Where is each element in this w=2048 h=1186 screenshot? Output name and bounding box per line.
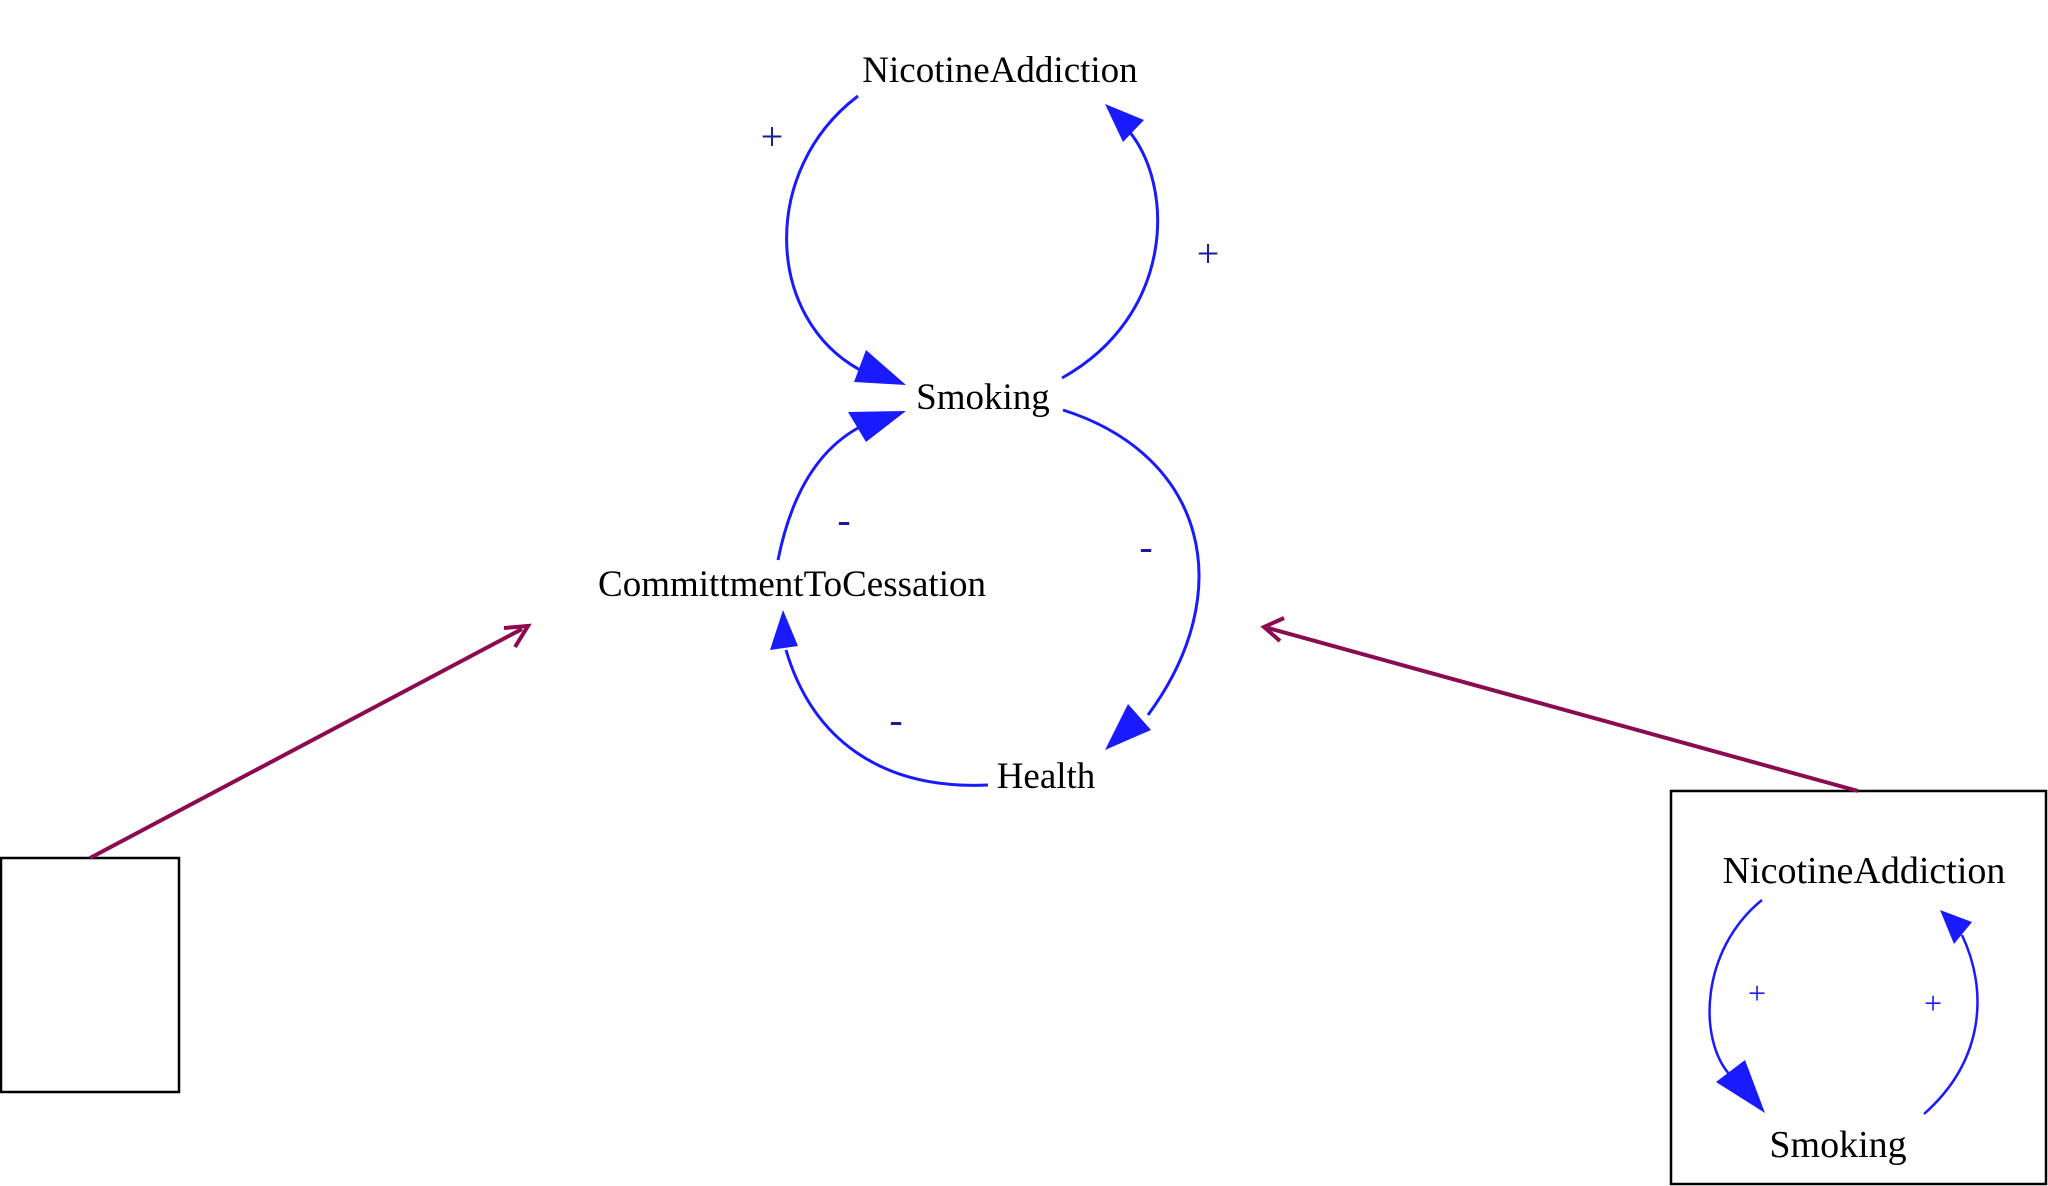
- pointer-empty-box-arrowhead: [503, 623, 532, 649]
- pointer-inset-arrowhead: [1260, 616, 1285, 643]
- polarity-addiction-to-smoking: +: [761, 114, 784, 159]
- link-commitment-to-smoking: [776, 426, 859, 561]
- link-smoking-to-health-arrowhead: [1105, 704, 1151, 750]
- pointer-inset-to-diagram: [1267, 626, 1859, 793]
- empty-box: [0, 856, 181, 1094]
- polarity-health-to-commitment: -: [889, 697, 902, 742]
- inset-diagram: + + NicotineAddiction Smoking: [1708, 850, 2006, 1166]
- polarity-smoking-to-addiction: +: [1197, 231, 1220, 276]
- link-addiction-to-smoking-arrowhead: [854, 350, 906, 385]
- polarity-commitment-to-smoking: -: [837, 497, 850, 542]
- main-diagram: + + - - - NicotineAddiction Smoking Comm…: [598, 50, 1219, 797]
- polarity-smoking-to-health: -: [1139, 524, 1152, 569]
- link-smoking-to-addiction-arrowhead: [1105, 104, 1144, 142]
- node-smoking: Smoking: [916, 377, 1050, 418]
- link-smoking-to-health: [1062, 408, 1201, 716]
- inset-link-addiction-to-smoking: [1708, 899, 1763, 1076]
- link-commitment-to-smoking-arrowhead: [848, 411, 906, 442]
- pointer-empty-box-to-diagram: [89, 627, 523, 860]
- inset-polarity-addiction-to-smoking: +: [1748, 975, 1766, 1011]
- inset-link-addiction-to-smoking-arrowhead: [1716, 1060, 1765, 1113]
- node-health: Health: [997, 756, 1096, 797]
- node-committment-to-cessation: CommittmentToCessation: [598, 564, 986, 605]
- node-nicotine-addiction: NicotineAddiction: [862, 50, 1137, 91]
- inset-link-smoking-to-addiction: [1923, 934, 1979, 1115]
- inset-box: [1669, 789, 2048, 1186]
- link-health-to-commitment-arrowhead: [770, 610, 798, 650]
- inset-link-smoking-to-addiction-arrowhead: [1940, 910, 1972, 944]
- inset-node-nicotine-addiction: NicotineAddiction: [1723, 850, 2006, 892]
- inset-polarity-smoking-to-addiction: +: [1924, 985, 1942, 1021]
- link-addiction-to-smoking: [785, 94, 861, 372]
- inset-node-smoking: Smoking: [1769, 1124, 1906, 1166]
- link-health-to-commitment: [784, 649, 989, 787]
- link-smoking-to-addiction: [1061, 129, 1160, 380]
